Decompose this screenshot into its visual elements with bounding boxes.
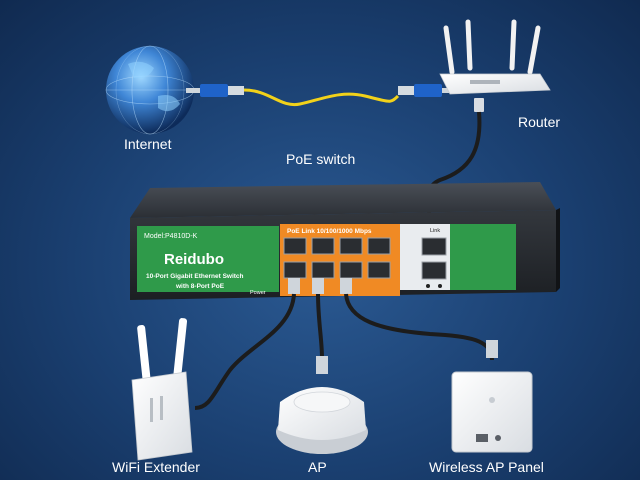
label-ap: AP [308, 459, 327, 475]
port-1[interactable] [283, 237, 307, 255]
port-3[interactable] [311, 237, 335, 255]
poe-ports [283, 237, 391, 279]
ceiling-ap-icon [276, 387, 368, 454]
uplink-ports [421, 237, 447, 288]
port-6[interactable] [339, 261, 363, 279]
switch-right-panel [450, 224, 516, 290]
poe-switch [130, 182, 560, 300]
switch-label-panel [137, 226, 279, 292]
uplink-port-9[interactable] [421, 237, 447, 256]
switch-desc-line2: with 8-Port PoE [175, 283, 225, 290]
globe-icon [105, 45, 195, 135]
uplink-port-10[interactable] [421, 261, 447, 280]
port-7[interactable] [367, 237, 391, 255]
wifi-extender-icon [131, 318, 193, 461]
switch-model: Model:P4810D-K [144, 233, 198, 240]
power-label: Power [250, 290, 266, 296]
port-8[interactable] [367, 261, 391, 279]
port-4[interactable] [311, 261, 335, 279]
switch-desc-line1: 10-Port Gigabit Ethernet Switch [146, 273, 244, 280]
poe-link-label: PoE Link 10/100/1000 Mbps [287, 228, 372, 235]
switch-brand: Reidubo [164, 251, 224, 268]
label-wifi-extender: WiFi Extender [112, 459, 200, 475]
port-5[interactable] [339, 237, 363, 255]
router-icon [439, 19, 551, 95]
link-label: Link [430, 228, 440, 234]
device-cables [194, 278, 498, 410]
wireless-ap-panel-icon [451, 371, 533, 453]
label-router: Router [518, 114, 561, 130]
label-internet: Internet [124, 136, 172, 152]
label-wireless-ap-panel: Wireless AP Panel [429, 459, 544, 475]
port-2[interactable] [283, 261, 307, 279]
label-poe-switch: PoE switch [286, 151, 356, 167]
fiber-cable [186, 84, 456, 107]
